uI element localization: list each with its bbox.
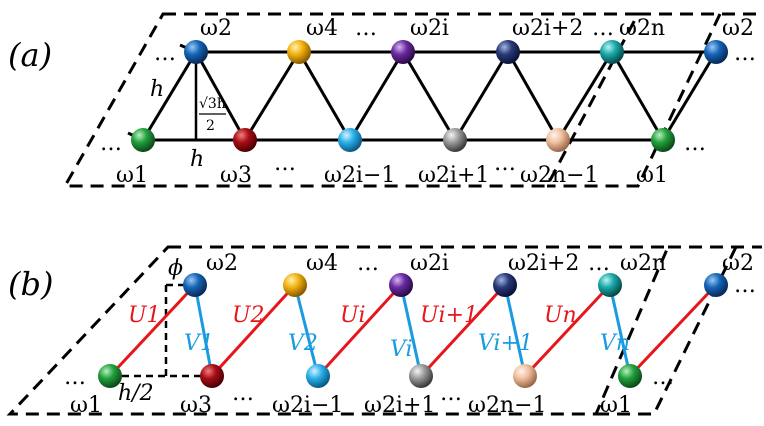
cell-boundary-right [547, 13, 722, 188]
cell-boundary-left [62, 12, 641, 188]
label-bottom-5: ω2i+1 [364, 393, 435, 418]
bond-U2 [210, 283, 297, 378]
atom-omega2-periodic [704, 273, 728, 297]
label-bottom-2: ω3 [180, 393, 212, 418]
atom-omega4 [283, 273, 307, 297]
atom-omega1 [131, 128, 155, 152]
Un-label: Un [544, 303, 577, 328]
panel-b-label: (b) [8, 265, 53, 303]
atom-omega1-periodic [651, 128, 675, 152]
label-bottom-1: ω1 [116, 163, 148, 188]
bond-Vi [399, 284, 423, 377]
label-top-8: ω2 [722, 16, 754, 41]
label-top-4: ω2i [410, 251, 449, 276]
label-top-1: ω2 [200, 16, 232, 41]
atom-omega2-periodic [704, 40, 728, 64]
label-top-2: ω4 [306, 16, 338, 41]
Vi-label: Vi [390, 337, 413, 362]
bond-U-periodic [628, 283, 718, 378]
label-top-6: … [592, 16, 614, 41]
atom-omega3 [200, 364, 224, 388]
Ui-label: Ui [340, 303, 366, 328]
ellipsis-bottom-right: … [684, 131, 706, 156]
h-side-label: h [150, 77, 164, 102]
V1-label: V1 [184, 331, 214, 356]
atom-omega2i-1 [338, 128, 362, 152]
atom-omega2i+1 [443, 128, 467, 152]
atom-omega4 [287, 40, 311, 64]
panel-a-label: (a) [8, 36, 52, 74]
label-top-7: ω2n [620, 251, 666, 276]
atom-omega2n [598, 273, 622, 297]
bond-Un [523, 283, 612, 378]
panel-b: (b) ω2 ω4 … [6, 245, 762, 418]
phi-label: ϕ [168, 256, 183, 281]
label-bottom-5: ω2i+1 [418, 163, 489, 188]
label-top-4: ω2i [410, 16, 449, 41]
atom-omega2 [184, 40, 208, 64]
atom-omega3 [233, 128, 257, 152]
ellipsis-top-right: … [734, 273, 756, 298]
label-bottom-3: … [274, 151, 296, 176]
atom-omega2i [391, 40, 415, 64]
label-top-5: ω2i+2 [512, 16, 583, 41]
height-numerator: √3h [199, 96, 226, 112]
label-bottom-7: ω2n−1 [468, 393, 547, 418]
bond-Ui [316, 283, 403, 378]
half-h-label: h/2 [118, 381, 154, 406]
panel-a: (a) ω2 ω4 … ω2i ω2i+2 [8, 12, 762, 188]
label-top-2: ω4 [306, 251, 338, 276]
label-bottom-8: ω1 [636, 163, 668, 188]
height-denominator: 2 [206, 118, 215, 134]
label-bottom-2: ω3 [220, 163, 252, 188]
V2-label: V2 [288, 331, 318, 356]
atom-omega2 [183, 273, 207, 297]
label-top-3: … [355, 16, 377, 41]
atom-omega2i+2 [496, 40, 520, 64]
U1-label: U1 [128, 303, 161, 328]
bond-Vi+1 [503, 284, 527, 377]
ellipsis-bottom-right: … [652, 365, 674, 390]
label-bottom-1: ω1 [70, 393, 102, 418]
label-bottom-6: … [440, 381, 462, 406]
Vn-label: Vn [600, 331, 630, 356]
label-top-8: ω2 [722, 251, 754, 276]
U2-label: U2 [232, 303, 265, 328]
label-bottom-8: ω1 [600, 393, 632, 418]
atom-omega2i+1 [409, 364, 433, 388]
Ui+1-label: Ui+1 [420, 303, 478, 328]
ellipsis-top-left: … [154, 41, 176, 66]
cell-boundary-left [6, 245, 671, 416]
label-top-5: ω2i+2 [508, 251, 579, 276]
bond-Ui+1 [419, 283, 507, 378]
atom-omega2i [389, 273, 413, 297]
label-top-3: … [357, 251, 379, 276]
bond-V1 [193, 284, 214, 377]
ellipsis-bottom-left: … [100, 131, 122, 156]
label-bottom-3: … [232, 381, 254, 406]
h-base-label: h [190, 147, 204, 172]
atom-omega2n [600, 40, 624, 64]
label-bottom-6: … [494, 151, 516, 176]
atom-omega1-periodic [618, 364, 642, 388]
atom-omega2n-1 [513, 364, 537, 388]
atom-omega2n-1 [546, 128, 570, 152]
bond-V2 [293, 284, 320, 377]
label-bottom-7: ω2n−1 [520, 163, 599, 188]
atom-omega1 [98, 364, 122, 388]
bond-Vn [608, 284, 632, 377]
atom-omega2i+2 [493, 273, 517, 297]
atom-omega2i-1 [306, 364, 330, 388]
label-top-1: ω2 [206, 251, 238, 276]
label-bottom-4: ω2i−1 [272, 393, 343, 418]
bond-U1 [108, 283, 197, 378]
label-bottom-4: ω2i−1 [324, 163, 395, 188]
label-top-7: ω2n [619, 16, 665, 41]
Vi+1-label: Vi+1 [478, 331, 533, 356]
label-top-6: … [588, 251, 610, 276]
ellipsis-top-right: … [734, 41, 756, 66]
ellipsis-bottom-left: … [64, 365, 86, 390]
zigzag-bonds [141, 50, 718, 142]
